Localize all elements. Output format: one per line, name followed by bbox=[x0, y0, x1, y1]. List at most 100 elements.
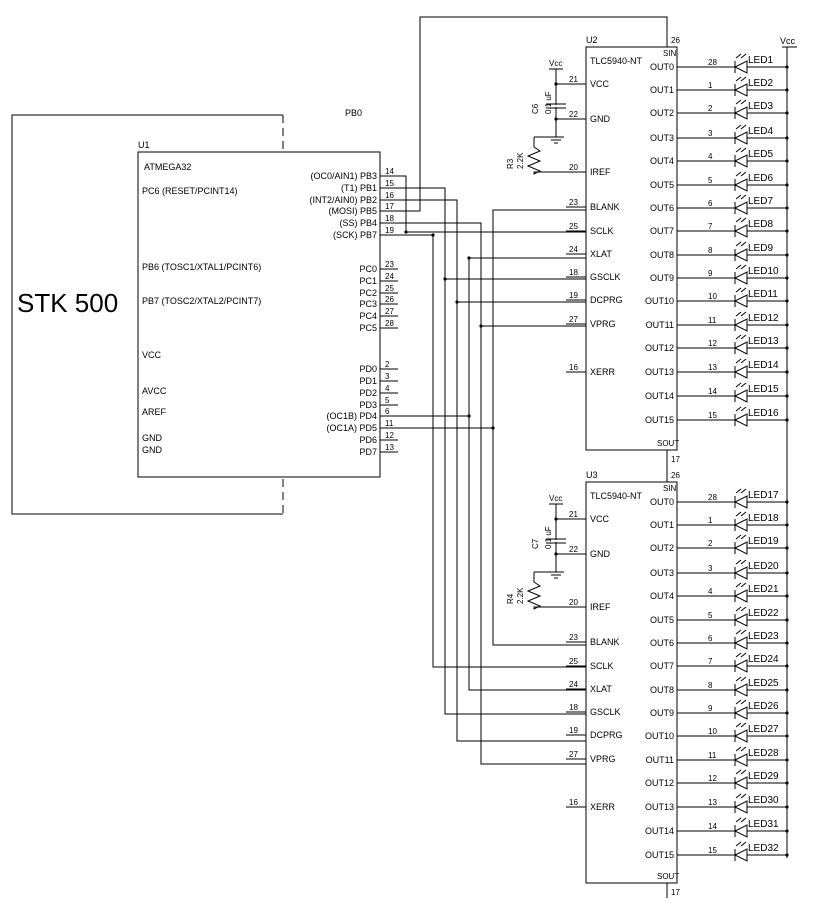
tlc-out-name-0-10: OUT10 bbox=[645, 296, 674, 306]
u1-pin-name-10: PC4 bbox=[359, 311, 377, 321]
led-ray-a-1-9 bbox=[735, 699, 742, 705]
led-ray-b-0-1 bbox=[740, 76, 747, 82]
led-ray-b-0-12 bbox=[740, 334, 747, 340]
tlc-out-name-1-3: OUT3 bbox=[650, 568, 674, 578]
tlc-left-pin-name-1-2: IREF bbox=[590, 602, 611, 612]
u1-pin-num-8: 25 bbox=[385, 284, 394, 293]
led-label-4: LED4 bbox=[748, 126, 773, 137]
led-ray-a-1-7 bbox=[735, 652, 742, 658]
led-23: LED23 bbox=[733, 629, 789, 650]
tlc-out-num-0-4: 4 bbox=[708, 152, 713, 161]
led-label-28: LED28 bbox=[748, 748, 779, 759]
tlc-out-name-1-7: OUT7 bbox=[650, 661, 674, 671]
u1-pin-num-9: 26 bbox=[385, 295, 394, 304]
tlc-out-num-0-11: 11 bbox=[708, 316, 717, 325]
led-body-0-10 bbox=[733, 294, 748, 308]
led-ray-b-0-8 bbox=[740, 241, 747, 247]
u1-pin-name-15: PD3 bbox=[359, 400, 377, 410]
tlc-sin-0: SIN bbox=[663, 49, 677, 58]
u1-pin-name-12: PD0 bbox=[359, 364, 377, 374]
tlc-out-name-0-4: OUT4 bbox=[650, 156, 674, 166]
led-label-23: LED23 bbox=[748, 631, 779, 642]
wire-5 bbox=[398, 222, 586, 327]
led-ray-a-1-3 bbox=[735, 559, 742, 565]
led-body-0-8 bbox=[733, 248, 748, 262]
tlc-out-name-0-2: OUT2 bbox=[650, 108, 674, 118]
junction-0 bbox=[404, 230, 408, 234]
u1-pin-num-16: 6 bbox=[385, 407, 390, 416]
u1-pin-name-3: (MOSI) PB5 bbox=[328, 206, 377, 216]
u1-left-pin-1: PB6 (TOSC1/XTAL1/PCINT6) bbox=[142, 262, 261, 272]
tlc-out-num-0-9: 9 bbox=[708, 269, 713, 278]
led-body-1-12 bbox=[733, 776, 748, 790]
led-ray-b-1-15 bbox=[740, 841, 747, 847]
u1-pin-name-13: PD1 bbox=[359, 376, 377, 386]
led-label-25: LED25 bbox=[748, 678, 779, 689]
atmega32-chip: U1 ATMEGA32 PC6 (RESET/PCINT14)PB6 (TOSC… bbox=[137, 140, 398, 478]
led-ray-a-0-12 bbox=[735, 334, 742, 340]
led-12: LED12 bbox=[733, 311, 789, 332]
led-ray-a-0-7 bbox=[735, 217, 742, 223]
led-label-22: LED22 bbox=[748, 608, 779, 619]
tlc-left-pin-name-1-6: GSCLK bbox=[590, 707, 621, 717]
led-2: LED2 bbox=[733, 76, 789, 97]
led-body-0-1 bbox=[733, 83, 748, 97]
led-label-2: LED2 bbox=[748, 78, 773, 89]
led-ray-a-0-5 bbox=[735, 171, 742, 177]
tlc-left-pin-num-1-9: 16 bbox=[569, 798, 578, 807]
led-ray-b-0-2 bbox=[740, 99, 747, 105]
tlc-out-num-0-5: 5 bbox=[708, 176, 713, 185]
led-ray-b-1-9 bbox=[740, 699, 747, 705]
led-ray-a-0-9 bbox=[735, 264, 742, 270]
led-body-0-3 bbox=[733, 131, 748, 145]
led-body-1-7 bbox=[733, 659, 748, 673]
tlc-left-pin-num-1-8: 27 bbox=[569, 750, 578, 759]
tlc-ref-1: U3 bbox=[586, 470, 598, 480]
led-13: LED13 bbox=[733, 334, 789, 355]
led-26: LED26 bbox=[733, 699, 789, 720]
tlc-out-name-1-1: OUT1 bbox=[650, 520, 674, 530]
led-body-0-12 bbox=[733, 341, 748, 355]
u1-pin-num-2: 16 bbox=[385, 191, 394, 200]
tlc-out-name-1-5: OUT5 bbox=[650, 615, 674, 625]
led-ray-b-1-6 bbox=[740, 629, 747, 635]
tlc-out-num-1-14: 14 bbox=[708, 822, 717, 831]
tlc-out-num-0-8: 8 bbox=[708, 246, 713, 255]
led-7: LED7 bbox=[733, 194, 789, 215]
led-ray-a-0-3 bbox=[735, 124, 742, 130]
tlc-sin-num-1: 26 bbox=[671, 471, 680, 480]
tlc-out-name-0-11: OUT11 bbox=[646, 320, 674, 330]
tlc-left-pin-name-0-7: DCPRG bbox=[590, 295, 623, 305]
tlc-out-name-0-9: OUT9 bbox=[650, 273, 674, 283]
tlc-vcc-dot-0 bbox=[554, 82, 558, 86]
signal-wires bbox=[398, 16, 668, 898]
tlc-left-pin-num-0-9: 16 bbox=[569, 363, 578, 372]
tlc-left-pin-name-1-3: BLANK bbox=[590, 637, 620, 647]
u1-pin-num-1: 15 bbox=[385, 179, 394, 188]
tlc-left-pin-name-0-4: SCLK bbox=[590, 226, 614, 236]
led-ray-b-0-11 bbox=[740, 311, 747, 317]
led-label-20: LED20 bbox=[748, 561, 779, 572]
tlc-left-pin-num-0-3: 23 bbox=[569, 198, 578, 207]
u1-pin-num-14: 4 bbox=[385, 384, 390, 393]
tlc-out-num-1-8: 8 bbox=[708, 681, 713, 690]
wire-13 bbox=[456, 302, 586, 742]
junction-6 bbox=[491, 426, 495, 430]
tlc-left-pin-num-0-2: 20 bbox=[569, 163, 578, 172]
wire-12 bbox=[444, 279, 586, 715]
led-5: LED5 bbox=[733, 147, 789, 168]
wire-9 bbox=[398, 209, 586, 429]
tlc-sout-num-1: 17 bbox=[671, 888, 680, 897]
led-ray-b-0-3 bbox=[740, 124, 747, 130]
tlc-out-num-0-10: 10 bbox=[708, 292, 717, 301]
u1-pin-num-18: 12 bbox=[385, 431, 394, 440]
tlc-left-pin-name-1-5: XLAT bbox=[590, 684, 612, 694]
tlc-left-pin-name-1-9: XERR bbox=[590, 802, 616, 812]
led-1: LED1 bbox=[733, 53, 789, 74]
u1-pin-name-6: PC0 bbox=[359, 264, 377, 274]
tlc-out-num-1-0: 28 bbox=[708, 493, 717, 502]
led-22: LED22 bbox=[733, 606, 789, 627]
led-label-9: LED9 bbox=[748, 243, 773, 254]
